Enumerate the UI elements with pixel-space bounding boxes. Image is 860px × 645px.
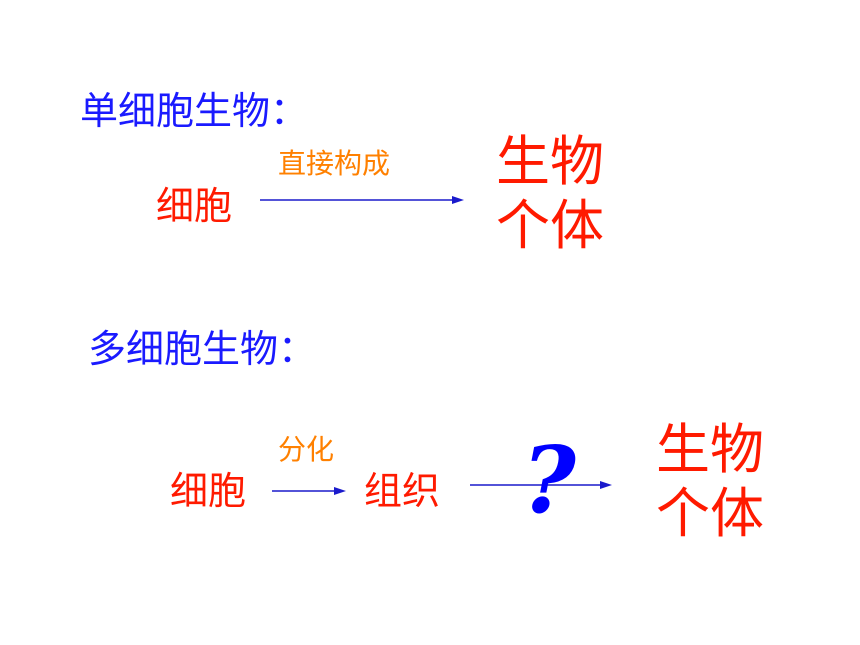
multicellular-organism-line1: 生物 <box>656 418 764 481</box>
unicellular-arrow <box>260 196 464 204</box>
differentiate-arrow <box>272 487 346 495</box>
tissue-term: 组织 <box>364 469 441 513</box>
question-mark: ? <box>522 426 576 534</box>
direct-compose-label: 直接构成 <box>278 147 391 180</box>
unicellular-heading: 单细胞生物： <box>80 89 309 133</box>
unicellular-organism-line1: 生物 <box>496 130 604 193</box>
unicellular-organism-line2: 个体 <box>496 194 604 257</box>
differentiate-label: 分化 <box>278 433 335 466</box>
multicellular-cell: 细胞 <box>170 469 247 513</box>
multicellular-heading: 多细胞生物： <box>88 327 317 371</box>
multicellular-organism-line2: 个体 <box>656 482 764 545</box>
unicellular-cell: 细胞 <box>156 184 233 228</box>
tissue-to-organism-arrow <box>470 481 612 489</box>
